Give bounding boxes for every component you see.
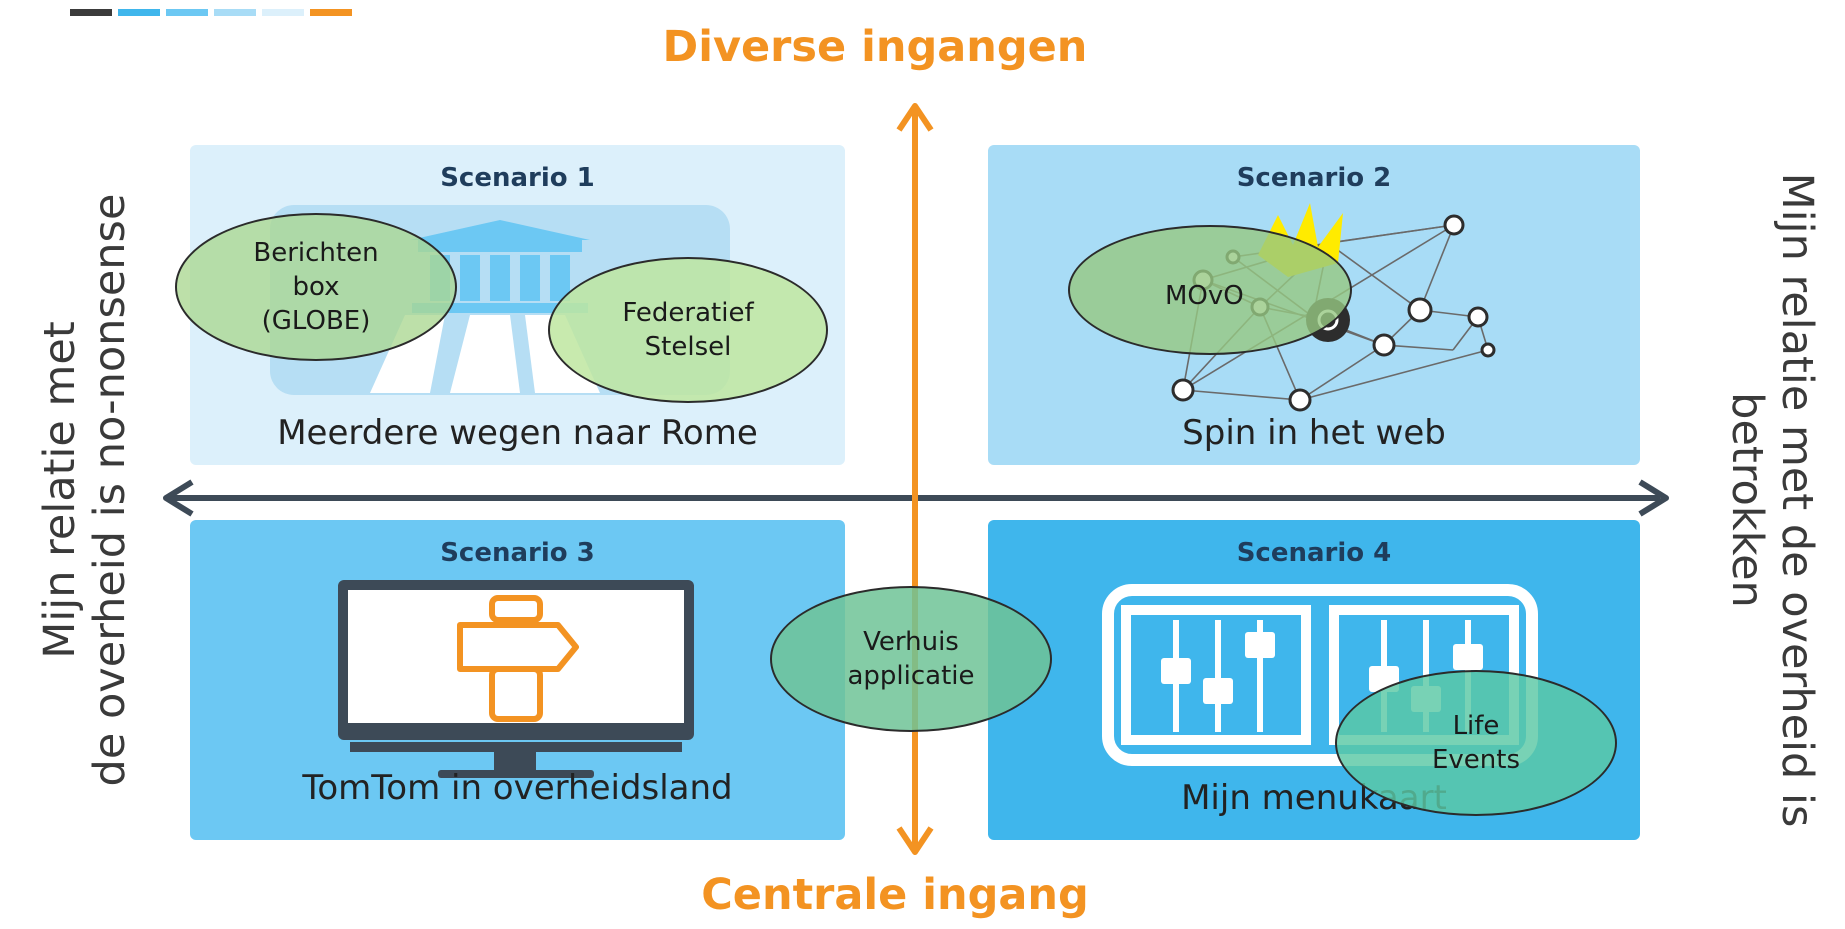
scenario-3-caption: TomTom in overheidsland — [302, 768, 733, 808]
quadrant-scenario-3: Scenario 3 TomTom in overheidsland — [190, 520, 845, 840]
top-axis-label: Diverse ingangen — [662, 22, 1088, 72]
decorative-color-bars — [70, 9, 370, 16]
scenario-4-title: Scenario 4 — [1236, 538, 1392, 568]
scenario-2-caption: Spin in het web — [1182, 413, 1446, 453]
scenario-1-caption: Meerdere wegen naar Rome — [277, 413, 758, 453]
ellipse-movo: MOvO — [1068, 225, 1352, 355]
ellipse-life-events: Life Events — [1335, 670, 1617, 816]
bottom-axis-label: Centrale ingang — [701, 870, 1089, 920]
ellipse-verhuis-applicatie: Verhuis applicatie — [770, 586, 1052, 732]
scenario-3-title: Scenario 3 — [440, 538, 595, 568]
scenario-1-title: Scenario 1 — [440, 163, 595, 193]
ellipse-federatief-stelsel: Federatief Stelsel — [548, 257, 828, 403]
monitor-signpost-icon — [338, 580, 694, 778]
scenario-2-title: Scenario 2 — [1236, 163, 1392, 193]
ellipse-berichtenbox: Berichten box (GLOBE) — [175, 213, 457, 361]
